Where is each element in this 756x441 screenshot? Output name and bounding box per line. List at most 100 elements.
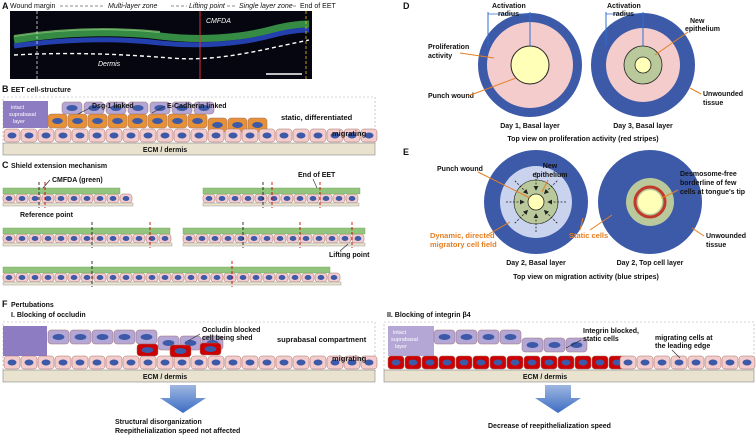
cell-nucleus [126, 359, 136, 366]
cell-nucleus [291, 274, 299, 281]
legend-single: Single layer zone [239, 3, 293, 10]
cell-nucleus [640, 359, 650, 366]
cell-nucleus [211, 132, 221, 139]
migration-arrow [543, 180, 558, 195]
cell-nucleus [109, 235, 117, 242]
cell-nucleus [262, 359, 272, 366]
cell-nucleus [262, 132, 272, 139]
cell-nucleus [725, 359, 735, 366]
cell-nucleus [31, 274, 39, 281]
f1-migrating: migrating [332, 354, 367, 363]
cell-nucleus [83, 274, 91, 281]
cell-nucleus [24, 359, 34, 366]
cell-nucleus [231, 195, 239, 202]
cell-nucleus [228, 132, 238, 139]
d-activation-2b: radius [613, 11, 634, 18]
cell-nucleus [70, 274, 78, 281]
cell-nucleus [52, 334, 65, 340]
cell-nucleus [330, 359, 340, 366]
migration-arrow [514, 180, 529, 195]
cell-nucleus [177, 359, 187, 366]
cell-nucleus [364, 132, 374, 139]
e-day2top: Day 2, Top cell layer [617, 260, 684, 267]
cell-nucleus [5, 235, 13, 242]
cell-nucleus [126, 132, 136, 139]
cell-nucleus [561, 359, 571, 366]
f2-diagram: intact suprabasal layer ECM / dermis Int… [383, 321, 756, 430]
cell-nucleus [44, 195, 52, 202]
d-unwounded-1: Unwounded [703, 91, 743, 98]
cell-nucleus [348, 195, 356, 202]
cell-nucleus [204, 346, 217, 352]
cell-nucleus [143, 359, 153, 366]
cell-nucleus [211, 235, 219, 242]
panel-a-legend: Wound margin Multi-layer zone Lifting po… [10, 3, 337, 10]
panel-f-sub1: I. Blocking of occludin [11, 312, 86, 319]
cell-nucleus [283, 195, 291, 202]
cell-nucleus [302, 235, 310, 242]
legend-end-eet: End of EET [300, 3, 337, 10]
e-caption: Top view on migration activity (blue str… [513, 274, 659, 281]
cell-nucleus [110, 105, 122, 111]
cell-nucleus [278, 274, 286, 281]
cell-nucleus [482, 334, 495, 340]
cell-nucleus [239, 274, 247, 281]
cell-nucleus [595, 359, 605, 366]
cell-nucleus [75, 359, 85, 366]
cell-nucleus [211, 359, 221, 366]
cell-nucleus [548, 342, 561, 348]
migration-arrow [543, 209, 558, 224]
cell-nucleus [7, 359, 17, 366]
cmfda-cell [182, 227, 366, 235]
panel-d-letter: D [403, 1, 410, 11]
e-desmo-1: Desmosome-free [680, 171, 737, 178]
cell-nucleus [92, 132, 102, 139]
cell-nucleus [212, 122, 223, 128]
cell-nucleus [52, 118, 63, 124]
cell-nucleus [304, 274, 312, 281]
cell-nucleus [96, 334, 109, 340]
cell-nucleus [154, 105, 166, 111]
e-desmo-3: cells at tongue's tip [680, 189, 745, 196]
f2-integrin-2: static cells [583, 336, 619, 343]
cell-nucleus [122, 235, 130, 242]
cell-nucleus [674, 359, 684, 366]
cell-nucleus [623, 359, 633, 366]
cell-nucleus [544, 359, 554, 366]
ecm-strip [2, 281, 342, 286]
f1-ecm: ECM / dermis [143, 374, 187, 381]
cell-nucleus [74, 334, 87, 340]
cell-nucleus [213, 274, 221, 281]
b-static: static, differentiated [281, 113, 353, 122]
cell-nucleus [200, 274, 208, 281]
cell-nucleus [109, 132, 119, 139]
e-dynamic-1: Dynamic, directed [430, 231, 495, 240]
e-static: Static cells [569, 231, 608, 240]
ecm-strip [2, 202, 134, 207]
cell-nucleus [58, 359, 68, 366]
cell-nucleus [194, 359, 204, 366]
cmfda-cell [2, 187, 121, 195]
b-ecm: ECM / dermis [143, 147, 187, 154]
cell-nucleus [41, 359, 51, 366]
cell-nucleus [330, 132, 340, 139]
cell-nucleus [161, 235, 169, 242]
cell-nucleus [504, 334, 517, 340]
e-new-ep-2: epithelium [532, 172, 567, 179]
cell-nucleus [18, 195, 26, 202]
micrograph-dermis: Dermis [98, 61, 121, 68]
ecm-strip [202, 202, 360, 207]
cell-nucleus [347, 359, 357, 366]
f1-result-1: Structural disorganization [115, 419, 202, 426]
cell-nucleus [279, 359, 289, 366]
cell-nucleus [245, 132, 255, 139]
cell-nucleus [526, 342, 539, 348]
cell-nucleus [341, 235, 349, 242]
cell-nucleus [57, 274, 65, 281]
d-unwounded-2: tissue [703, 100, 723, 107]
f2-intact-2: suprabasal [391, 337, 418, 343]
cell-nucleus [510, 359, 520, 366]
cell-nucleus [198, 105, 210, 111]
cell-nucleus [70, 195, 78, 202]
cell-nucleus [18, 235, 26, 242]
